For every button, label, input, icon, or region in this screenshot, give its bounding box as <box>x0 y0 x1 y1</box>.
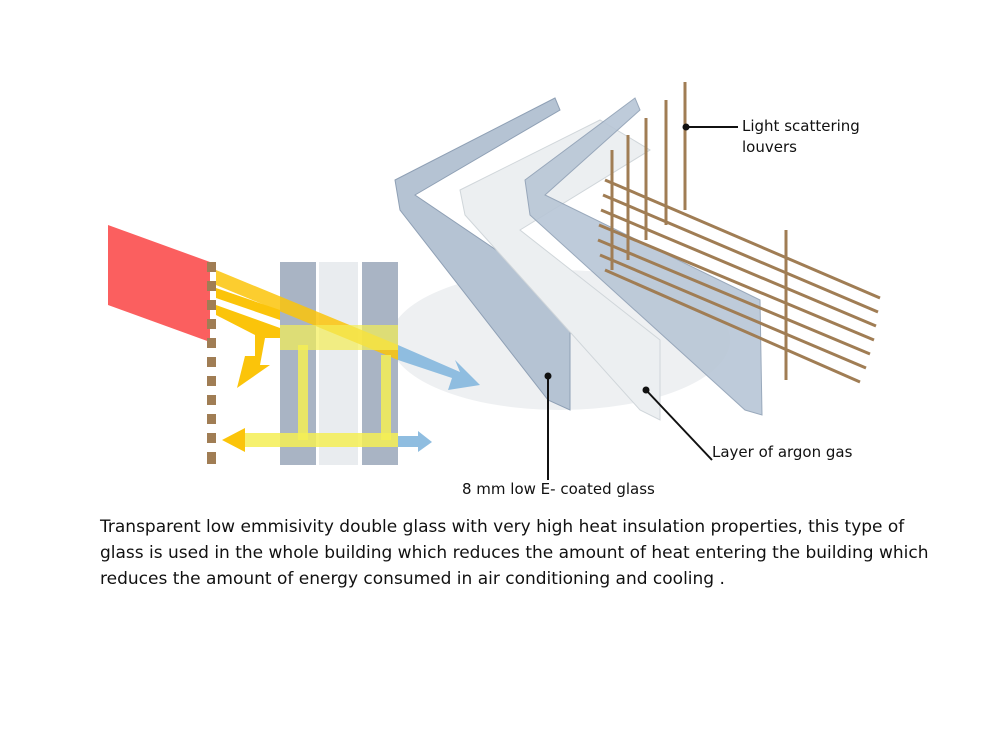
louvers <box>597 82 881 384</box>
heat-transmitted-arrow <box>398 431 432 452</box>
gas-layer-section <box>319 262 358 465</box>
shading-dotted-line <box>207 262 216 464</box>
reflected-heat-arrow <box>216 305 280 388</box>
transmitted-light-arrow <box>398 345 480 390</box>
conduction-bottom <box>245 433 398 447</box>
conduction-outer <box>298 345 308 440</box>
absorbed-heat-band <box>280 325 398 350</box>
inner-glass-pane <box>524 97 763 416</box>
label-louvers-line1: Light scattering <box>742 117 860 135</box>
glass-3d-render <box>390 82 881 421</box>
argon-leader <box>645 389 713 461</box>
glass-pane-inner-section <box>362 262 398 465</box>
description-text: Transparent low emmisivity double glass … <box>100 517 929 589</box>
sun-radiation-source <box>108 225 210 342</box>
label-louvers-line2: louvers <box>742 138 797 156</box>
conduction-inner <box>381 355 391 440</box>
heat-loss-arrow <box>222 428 245 452</box>
label-glass: 8 mm low E- coated glass <box>462 480 655 498</box>
heat-beam <box>216 288 280 320</box>
label-louvers: Light scattering louvers <box>742 116 860 158</box>
label-argon: Layer of argon gas <box>712 443 853 461</box>
